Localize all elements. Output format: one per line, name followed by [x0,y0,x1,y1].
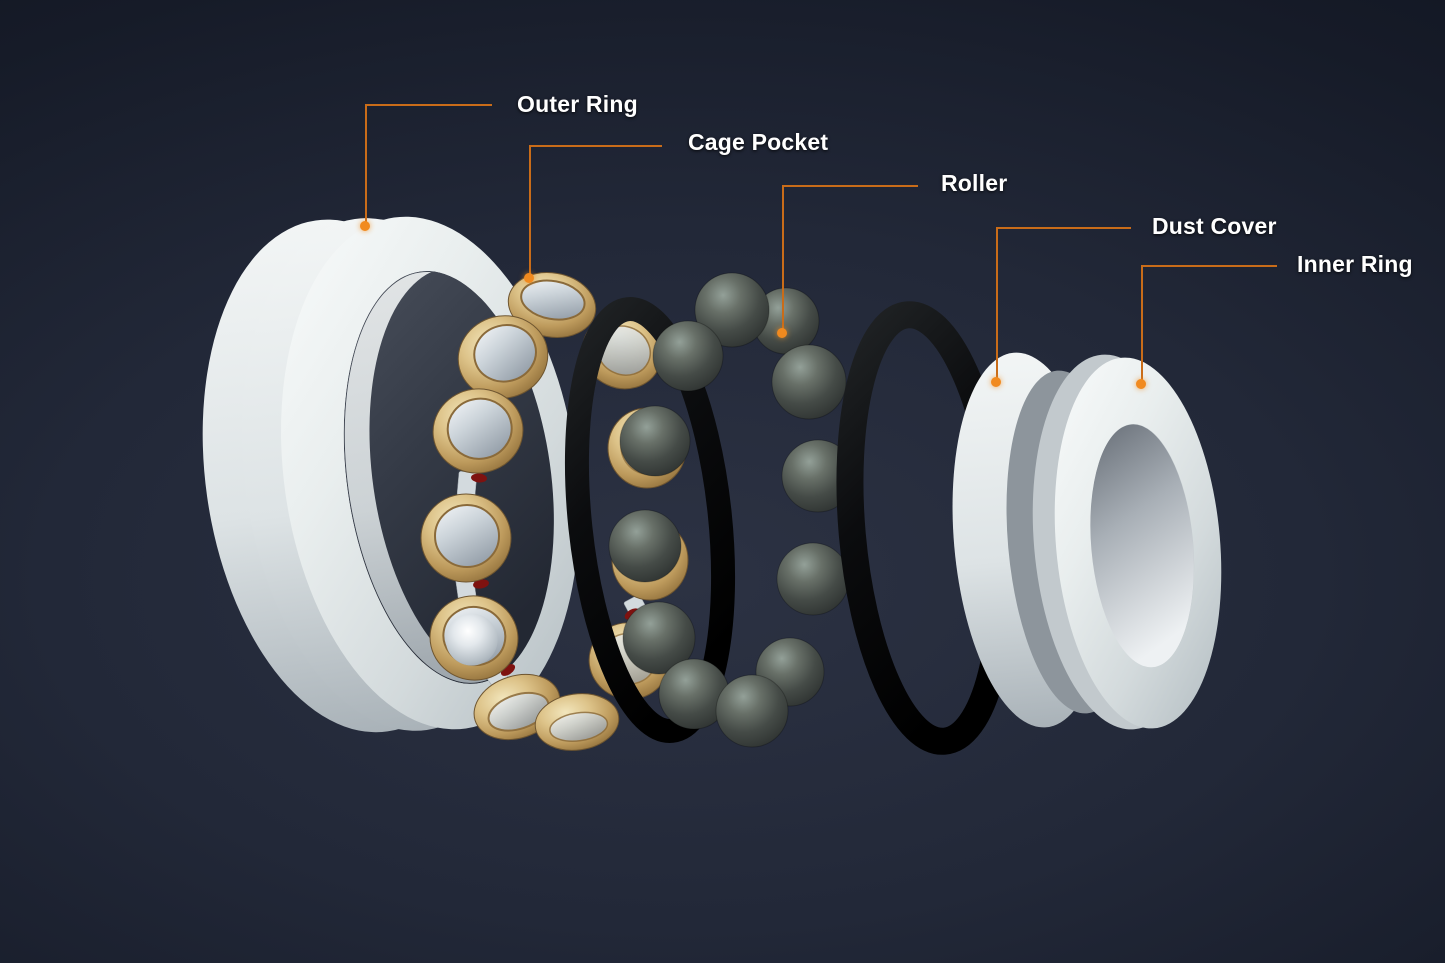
roller-ball [694,272,770,348]
roller-ball [715,674,789,748]
seal-ring-left [564,297,736,743]
leader-line-cage-pocket [529,145,531,275]
cage-pocket [534,693,620,751]
leader-dot-cage-pocket [524,273,534,283]
label-cage-pocket: Cage Pocket [688,129,829,155]
leader-dot-dust-cover [991,377,1001,387]
leader-line-inner-ring [1141,265,1143,381]
leader-line-dust-cover [996,227,998,379]
leader-line-outer-ring [365,104,367,223]
inner-ring-bore [1090,424,1194,668]
leader-line-cage-pocket [530,145,662,147]
leader-dot-inner-ring [1136,379,1146,389]
cage-pocket [457,315,549,399]
label-outer-ring: Outer Ring [517,91,638,117]
leader-dot-roller [777,328,787,338]
roller-ball [776,542,850,616]
leader-line-inner-ring [1142,265,1277,267]
outer-ring-face [281,216,579,730]
cage-shape [420,272,689,751]
roller-ball [771,344,847,420]
label-dust-cover: Dust Cover [1152,213,1277,239]
leader-line-roller [782,185,784,330]
cage-pocket-top [507,272,597,338]
cage-pocket-with-ball [429,595,519,681]
cage-pocket [432,388,524,474]
roller-ball [652,320,724,392]
cage-pocket [420,493,512,583]
roller-ball [622,601,696,675]
label-roller: Roller [941,170,1008,196]
leader-line-roller [783,185,918,187]
roller-ball [619,405,691,477]
roller-ball [608,509,682,583]
leader-line-dust-cover [997,227,1131,229]
label-inner-ring: Inner Ring [1297,251,1413,277]
leader-line-outer-ring [366,104,492,106]
inner-ring-shape [952,352,1222,730]
leader-dot-outer-ring [360,221,370,231]
roller-balls [608,272,855,748]
inner-ring-face [1054,357,1222,729]
